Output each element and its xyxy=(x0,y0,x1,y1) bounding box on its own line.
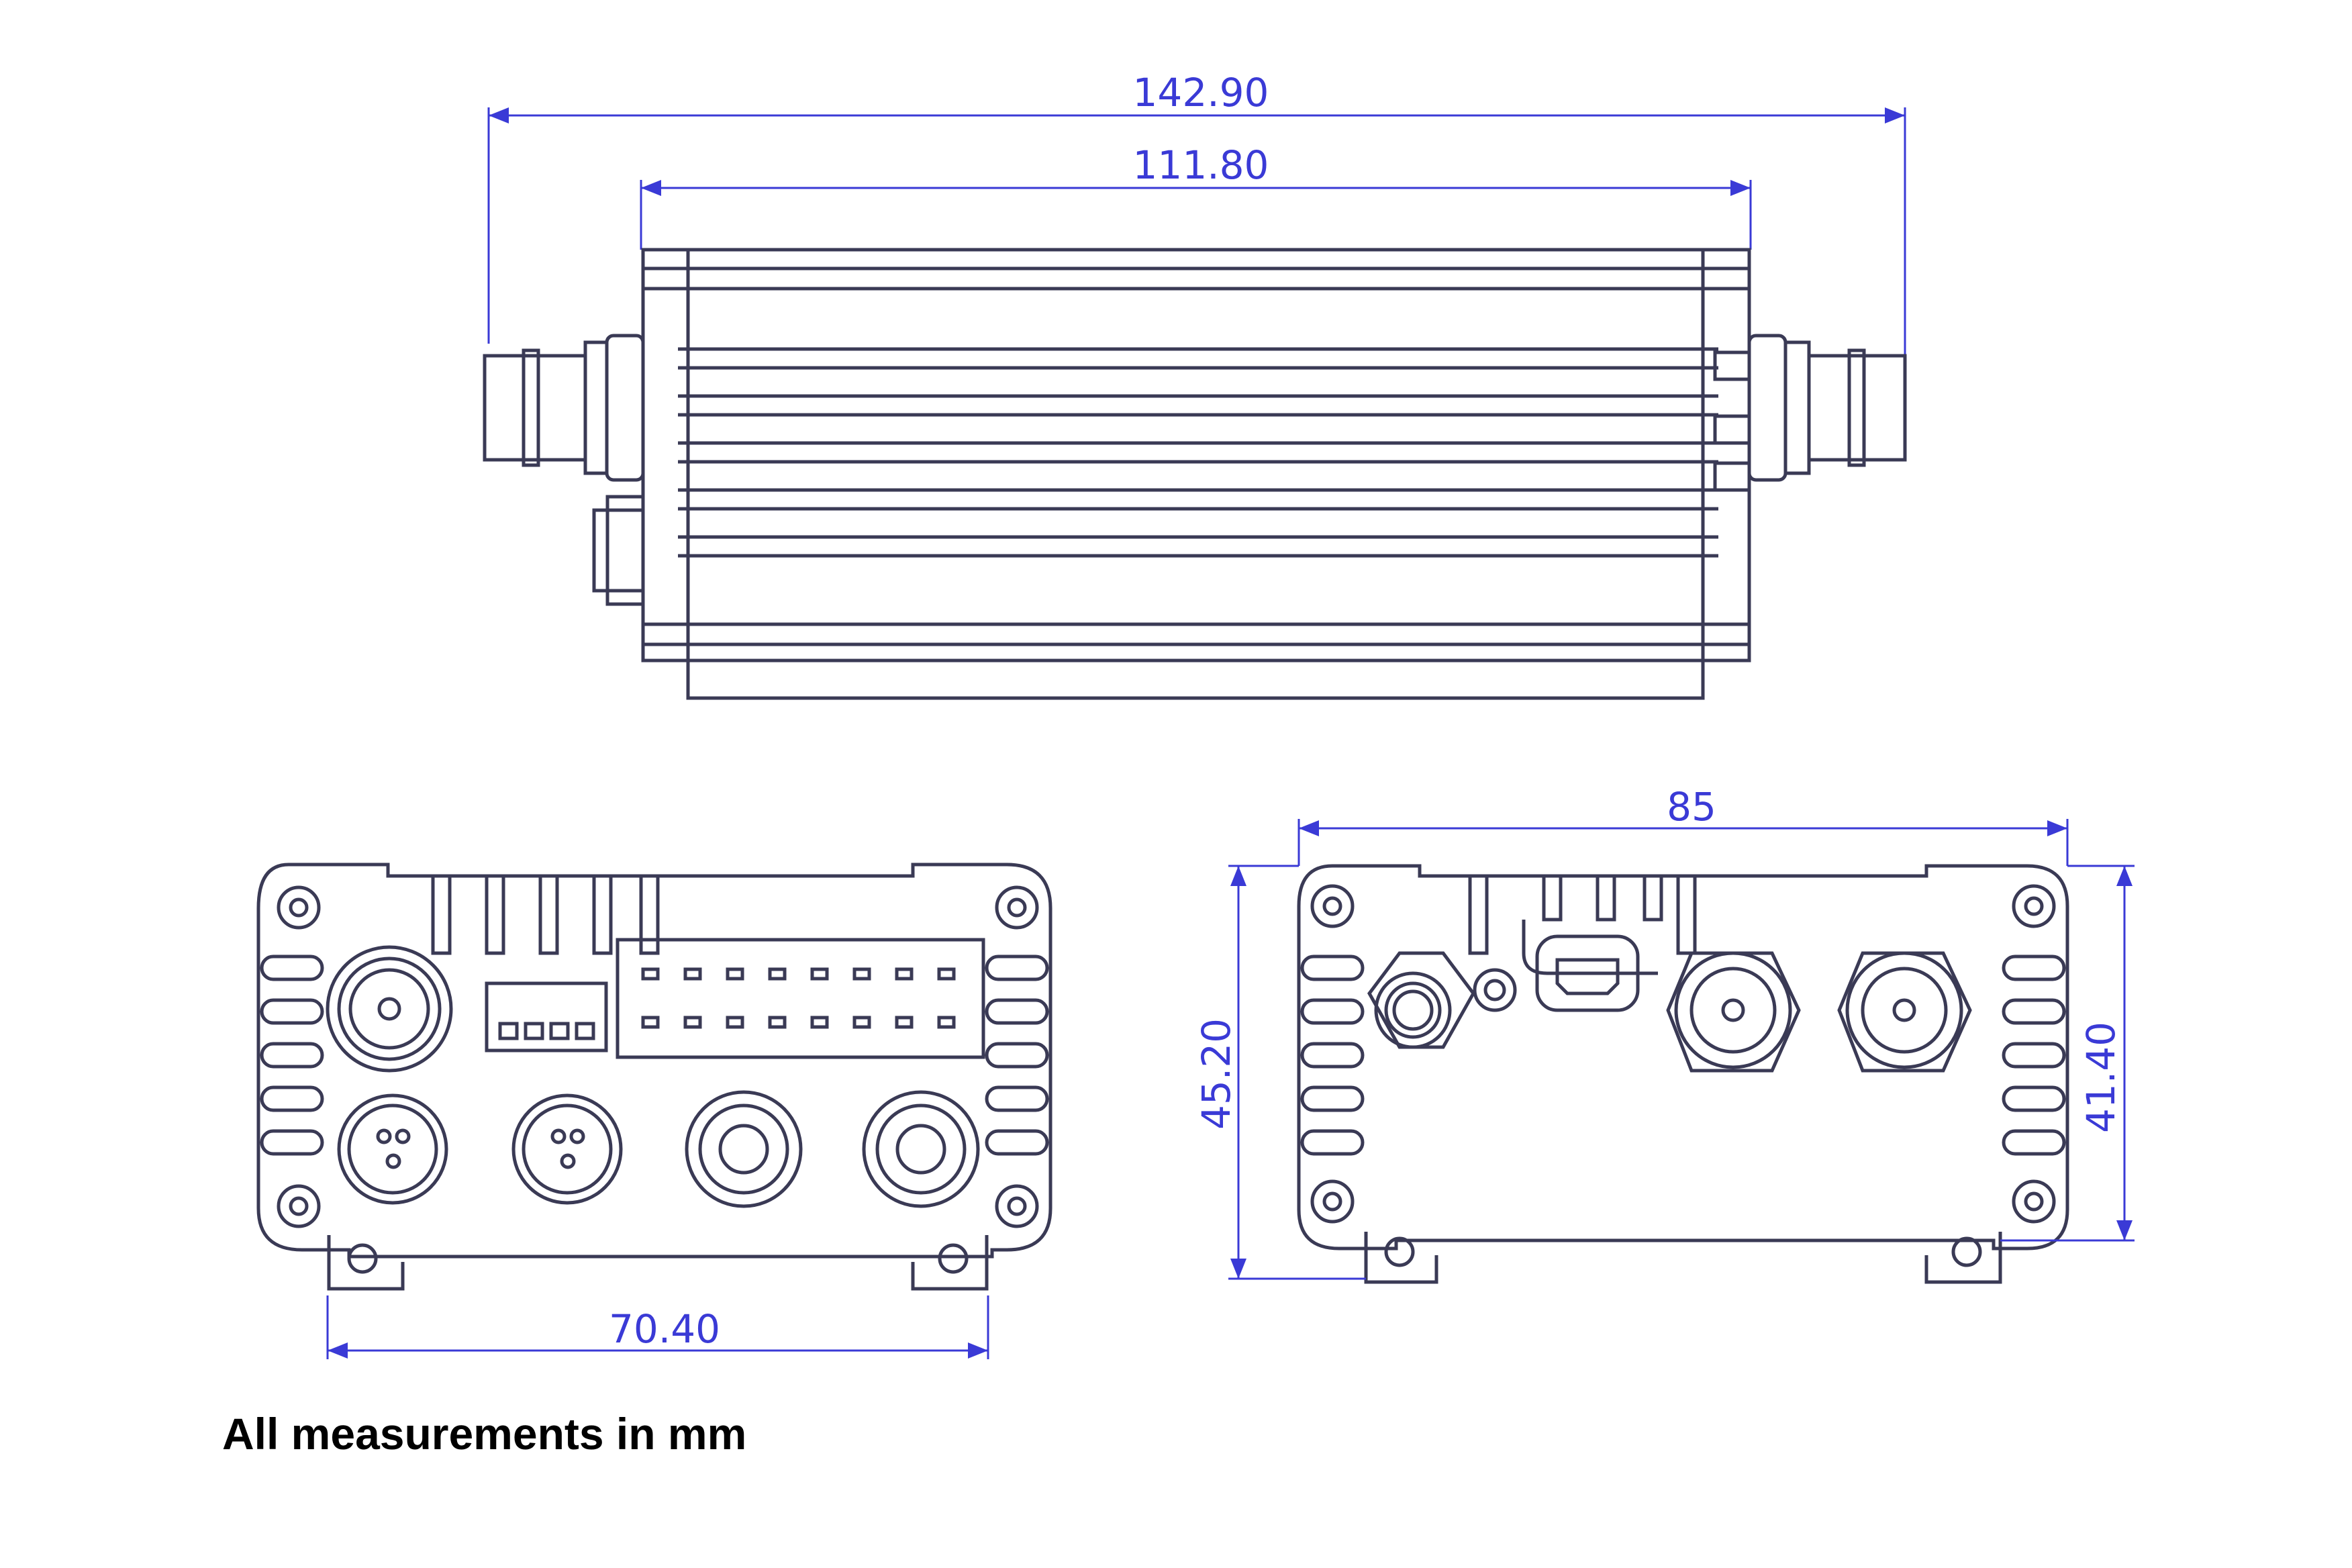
housing-body xyxy=(641,248,1751,663)
right-bnc-connector xyxy=(1713,334,1907,492)
left-bnc-connector xyxy=(483,334,645,482)
front-bnc-port xyxy=(326,945,453,1073)
rear-panel-view xyxy=(1297,864,2069,1284)
rear-bnc-port-2 xyxy=(1837,951,1972,1073)
front-xlr-port-2 xyxy=(511,1093,623,1205)
svg-text:111.80: 111.80 xyxy=(1133,142,1269,188)
rear-bnc-port-1 xyxy=(1666,951,1801,1073)
dimension-overall-length: 142.90 xyxy=(489,70,1905,124)
front-rca-port-1 xyxy=(685,1090,803,1208)
svg-text:142.90: 142.90 xyxy=(1133,70,1269,115)
left-power-connector xyxy=(592,495,645,606)
dimension-body-height: 41.40 xyxy=(2000,865,2135,1242)
front-xlr-port-1 xyxy=(337,1093,448,1205)
dimension-overall-height: 45.20 xyxy=(1193,865,1366,1280)
measurement-units-note: All measurements in mm xyxy=(222,1409,747,1459)
front-panel-view xyxy=(256,863,1052,1291)
rear-antenna-port xyxy=(1367,951,1517,1049)
rear-housing-outline xyxy=(1297,864,2069,1251)
front-side-ribs xyxy=(260,954,1049,1156)
front-terminal-small xyxy=(485,981,608,1052)
dimension-front-width: 70.40 xyxy=(326,1295,989,1359)
svg-text:70.40: 70.40 xyxy=(609,1306,720,1352)
rear-side-ribs xyxy=(1300,954,2066,1156)
svg-text:85: 85 xyxy=(1667,784,1716,830)
dimension-body-length: 111.80 xyxy=(641,142,1751,196)
heatsink-fins xyxy=(643,347,1749,646)
front-rca-port-2 xyxy=(862,1090,980,1208)
front-terminal-large xyxy=(616,938,985,1059)
svg-text:41.40: 41.40 xyxy=(2078,1022,2124,1133)
dimension-rear-width: 85 xyxy=(1297,784,2069,866)
top-view xyxy=(483,107,1907,700)
rear-usb-port xyxy=(1535,934,1640,1012)
housing-base xyxy=(686,658,1705,700)
front-housing-outline xyxy=(256,863,1052,1259)
svg-text:45.20: 45.20 xyxy=(1193,1018,1239,1130)
